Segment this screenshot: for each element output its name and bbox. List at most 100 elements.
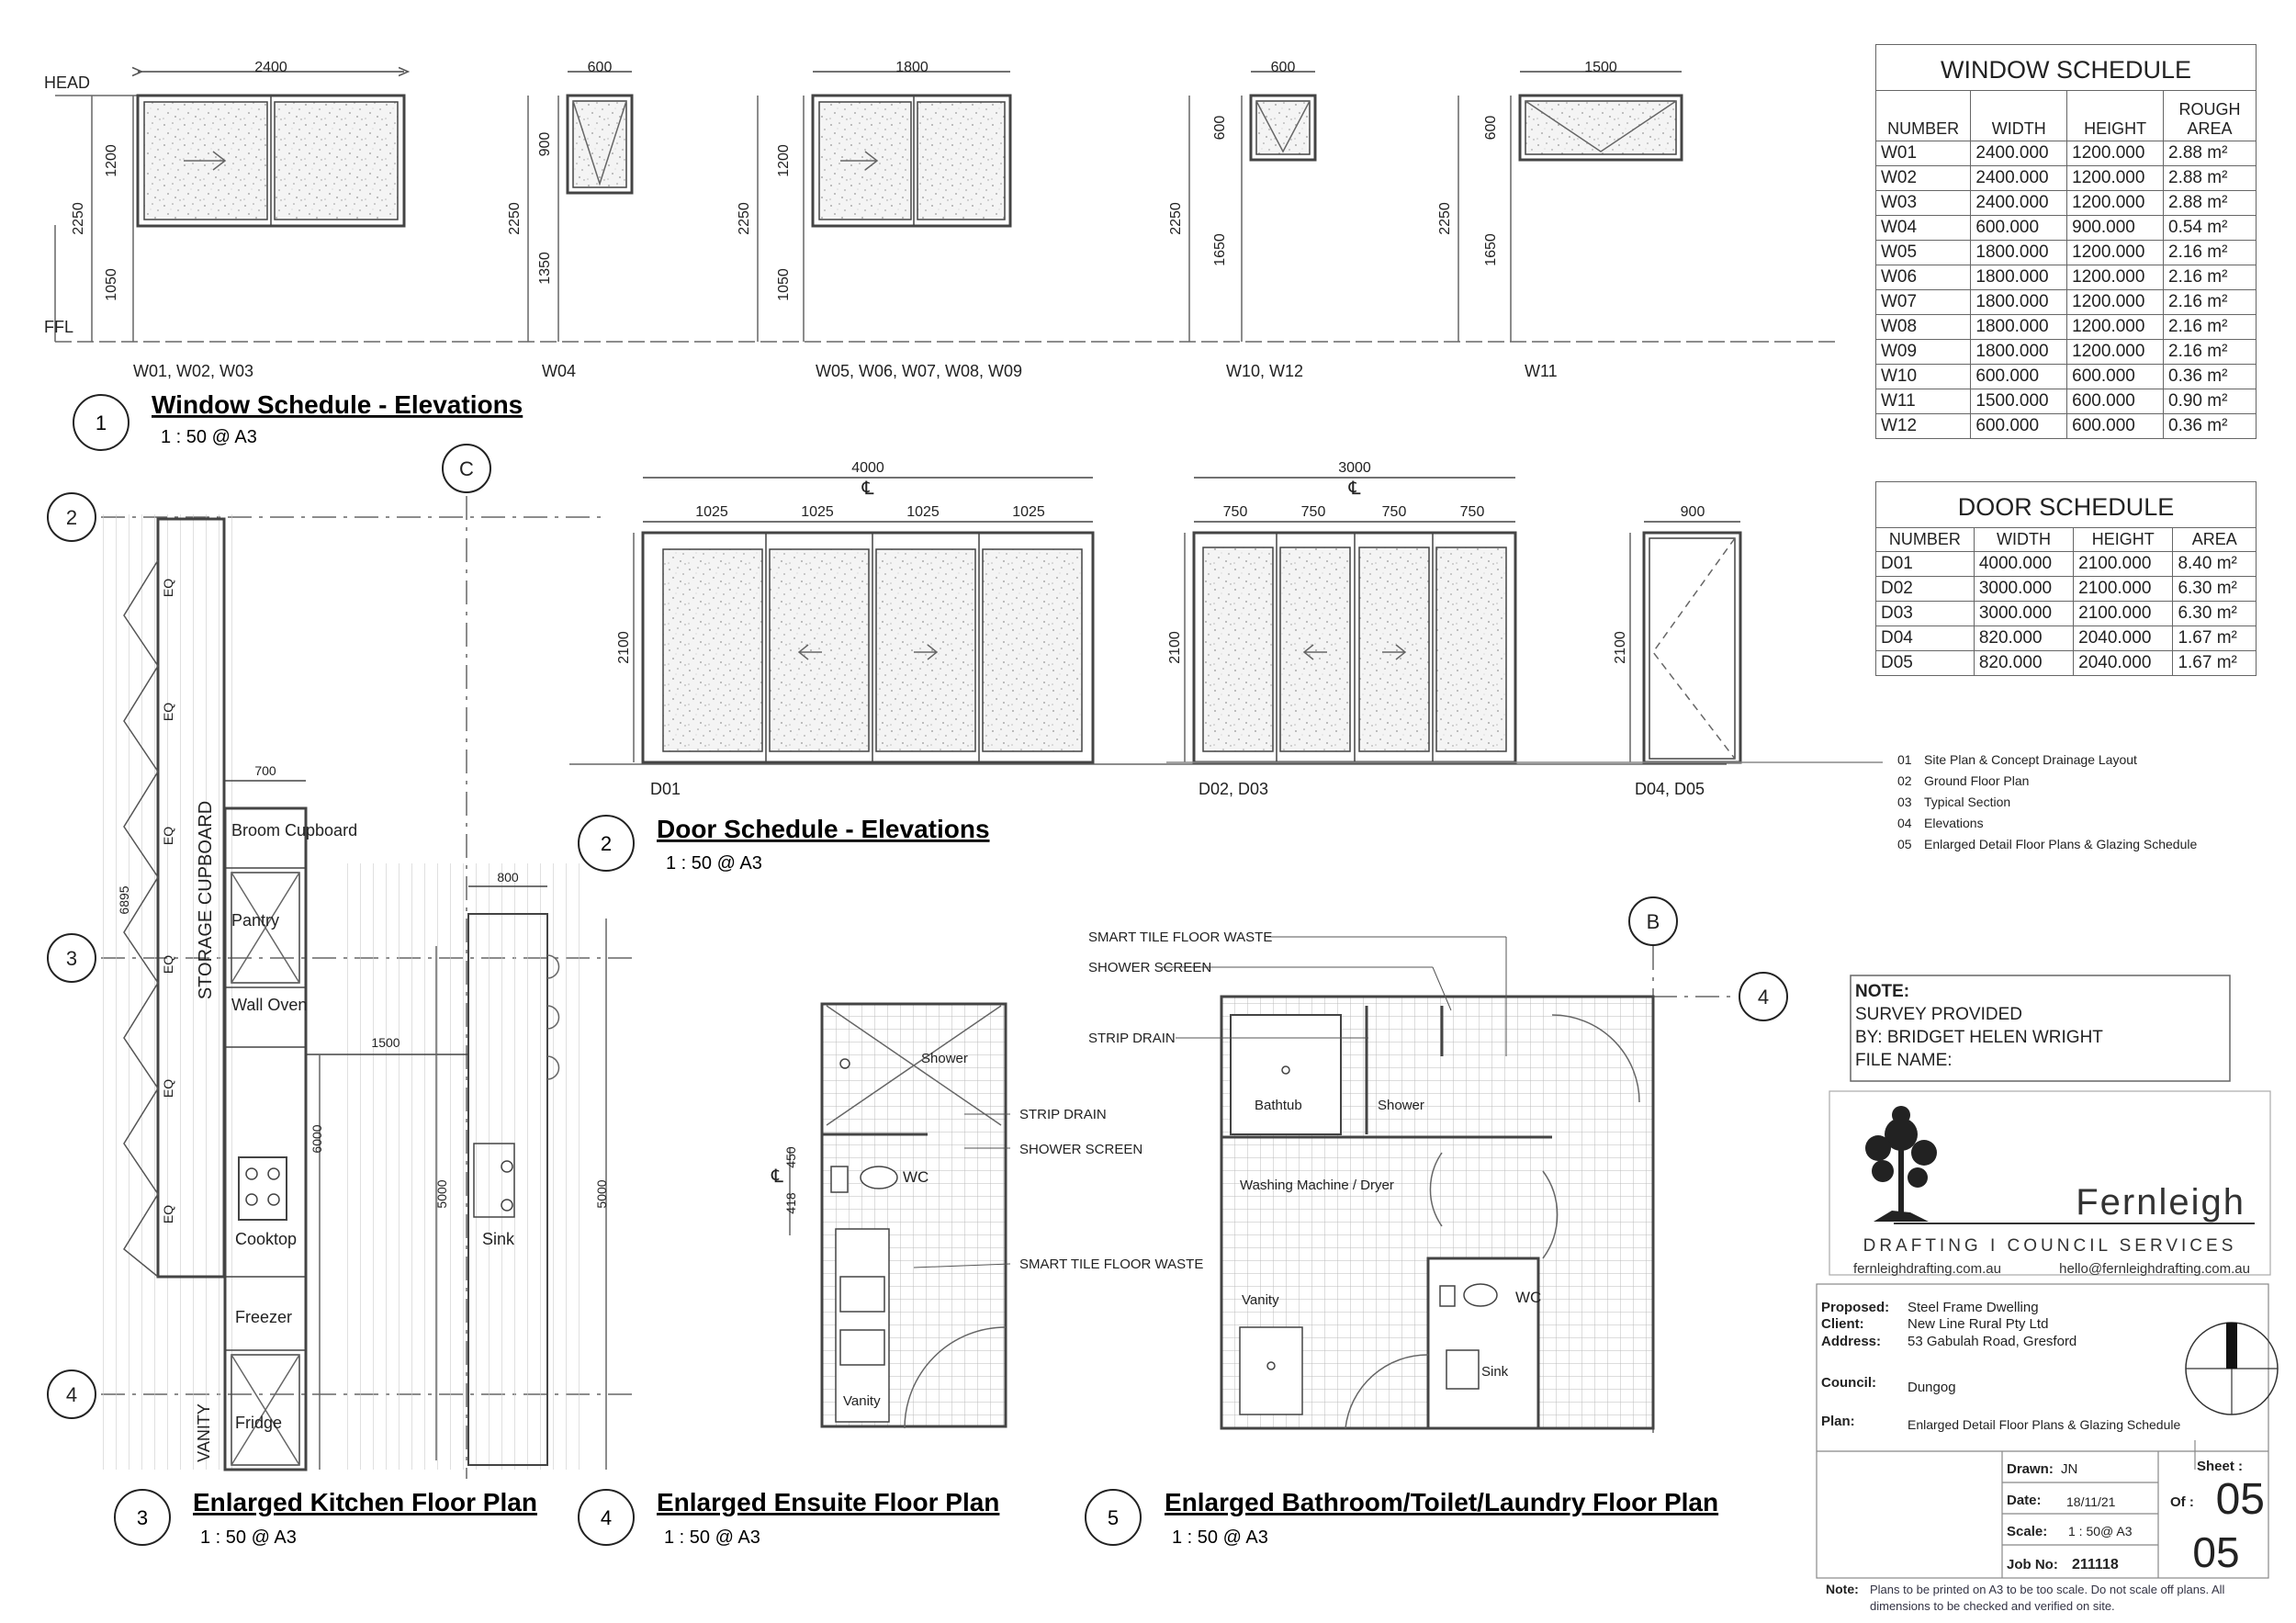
table-cell: 2.88 m² bbox=[2163, 190, 2257, 216]
d01-panel-1: 1025 bbox=[695, 504, 728, 520]
brand-tagline: DRAFTING I COUNCIL SERVICES bbox=[1863, 1236, 2237, 1256]
heading-number: 3 bbox=[137, 1506, 148, 1529]
dim-5000-right: 5000 bbox=[594, 1179, 609, 1208]
w05-total: 2250 bbox=[737, 202, 752, 235]
table-cell: W09 bbox=[1874, 339, 1972, 365]
w01-sill: 1050 bbox=[104, 268, 119, 301]
table-cell: 0.54 m² bbox=[2163, 215, 2257, 241]
note-label: NOTE: bbox=[1855, 982, 1909, 1001]
client-label: Client: bbox=[1821, 1316, 1864, 1332]
vanity-label: Vanity bbox=[843, 1393, 881, 1409]
table-cell: 600.000 bbox=[1970, 215, 2068, 241]
table-cell: W01 bbox=[1874, 141, 1972, 166]
heading-scale: 1 : 50 @ A3 bbox=[664, 1527, 760, 1548]
washing-label: Washing Machine / Dryer bbox=[1240, 1178, 1394, 1193]
note-label: Note: bbox=[1826, 1582, 1859, 1596]
strip-drain-label: STRIP DRAIN bbox=[1088, 1031, 1176, 1046]
door-elevations-heading: 2 Door Schedule - Elevations 1 : 50 @ A3 bbox=[578, 815, 990, 873]
table-cell: 2.16 m² bbox=[2163, 314, 2257, 340]
drawn-label: Drawn: bbox=[2007, 1461, 2054, 1477]
grid-2: 2 bbox=[66, 506, 77, 529]
column-header: HEIGHT bbox=[2073, 527, 2174, 552]
bathroom-plan bbox=[1220, 995, 1655, 1430]
table-cell: 1800.000 bbox=[1970, 240, 2068, 265]
table-cell: 600.000 bbox=[1970, 413, 2068, 439]
eq-label-3: EQ bbox=[161, 827, 175, 845]
job-label: Job No: bbox=[2007, 1557, 2058, 1572]
column-header: WIDTH bbox=[1970, 90, 2068, 141]
grid-3: 3 bbox=[66, 947, 77, 970]
head-label: HEAD bbox=[44, 73, 90, 92]
pantry-label: Pantry bbox=[231, 911, 279, 930]
d04-tag: D04, D05 bbox=[1635, 780, 1705, 798]
heading-title: Enlarged Ensuite Floor Plan bbox=[657, 1488, 999, 1516]
w10-total: 2250 bbox=[1168, 202, 1184, 235]
dim-1500: 1500 bbox=[371, 1035, 400, 1050]
heading-title: Window Schedule - Elevations bbox=[152, 390, 523, 419]
title-block bbox=[1816, 1283, 2279, 1579]
table-cell: 1500.000 bbox=[1970, 389, 2068, 414]
grid-c: C bbox=[459, 457, 474, 480]
d01-total: 4000 bbox=[851, 460, 884, 476]
table-cell: 2.16 m² bbox=[2163, 265, 2257, 290]
grid-bubbles: 2 3 4 C B 4 bbox=[47, 444, 1788, 1419]
table-cell: 6.30 m² bbox=[2172, 601, 2257, 626]
freezer-label: Freezer bbox=[235, 1308, 292, 1326]
sheet-index-num-2: 02 bbox=[1897, 773, 1912, 788]
table-cell: D02 bbox=[1875, 576, 1975, 602]
address-value: 53 Gabulah Road, Gresford bbox=[1908, 1334, 2077, 1349]
w10-sill: 1650 bbox=[1212, 233, 1228, 266]
w05-tag: W05, W06, W07, W08, W09 bbox=[816, 362, 1022, 380]
table-cell: 6.30 m² bbox=[2172, 576, 2257, 602]
sink-label: Sink bbox=[482, 1230, 515, 1248]
sheet-index-num-4: 04 bbox=[1897, 816, 1912, 830]
column-header: HEIGHT bbox=[2066, 90, 2164, 141]
sheet-label: Sheet : bbox=[2197, 1459, 2243, 1474]
w05-sill: 1050 bbox=[776, 268, 792, 301]
sheet-index-num-5: 05 bbox=[1897, 837, 1912, 851]
d02-panel-3: 750 bbox=[1382, 504, 1407, 520]
vanity-label: Vanity bbox=[1242, 1292, 1279, 1308]
dim-6895: 6895 bbox=[117, 885, 131, 914]
table-cell: 820.000 bbox=[1973, 626, 2075, 651]
brand-name: Fernleigh bbox=[2076, 1182, 2245, 1223]
table-cell: W11 bbox=[1874, 389, 1972, 414]
table-cell: 600.000 bbox=[1970, 364, 2068, 389]
table-cell: W04 bbox=[1874, 215, 1972, 241]
table-cell: 1.67 m² bbox=[2172, 650, 2257, 676]
table-cell: 1200.000 bbox=[2066, 141, 2164, 166]
table-cell: D05 bbox=[1875, 650, 1975, 676]
window-elevations bbox=[54, 72, 1837, 343]
table-cell: W05 bbox=[1874, 240, 1972, 265]
heading-title: Door Schedule - Elevations bbox=[657, 815, 990, 843]
brand-block: Fernleigh DRAFTING I COUNCIL SERVICES fe… bbox=[1829, 1090, 2271, 1277]
vanity-label: VANITY bbox=[195, 1403, 213, 1462]
eq-label-1: EQ bbox=[161, 579, 175, 597]
w01-width: 2400 bbox=[254, 60, 287, 75]
w10-height: 600 bbox=[1212, 116, 1228, 141]
door-schedule-table: DOOR SCHEDULE NUMBER WIDTH HEIGHT AREA D… bbox=[1875, 481, 2257, 676]
address-label: Address: bbox=[1821, 1334, 1881, 1349]
d02-total: 3000 bbox=[1338, 460, 1371, 476]
centerline: ℄ bbox=[771, 1167, 783, 1187]
w11-sill: 1650 bbox=[1483, 233, 1499, 266]
title-block-note: Plans to be printed on A3 to be too scal… bbox=[1870, 1583, 2225, 1613]
column-header: NUMBER bbox=[1874, 90, 1972, 141]
heading-number: 5 bbox=[1108, 1506, 1119, 1529]
sink-label: Sink bbox=[1481, 1364, 1509, 1380]
plan-value: Enlarged Detail Floor Plans & Glazing Sc… bbox=[1908, 1417, 2180, 1432]
d04-width: 900 bbox=[1681, 504, 1705, 520]
bathtub-label: Bathtub bbox=[1255, 1098, 1302, 1113]
job-value: 211118 bbox=[2072, 1557, 2119, 1572]
note-box: NOTE: SURVEY PROVIDED BY: BRIDGET HELEN … bbox=[1850, 975, 2231, 1082]
strip-drain-label: STRIP DRAIN bbox=[1019, 1107, 1107, 1122]
w04-total: 2250 bbox=[507, 202, 523, 235]
table-cell: 2400.000 bbox=[1970, 141, 2068, 166]
